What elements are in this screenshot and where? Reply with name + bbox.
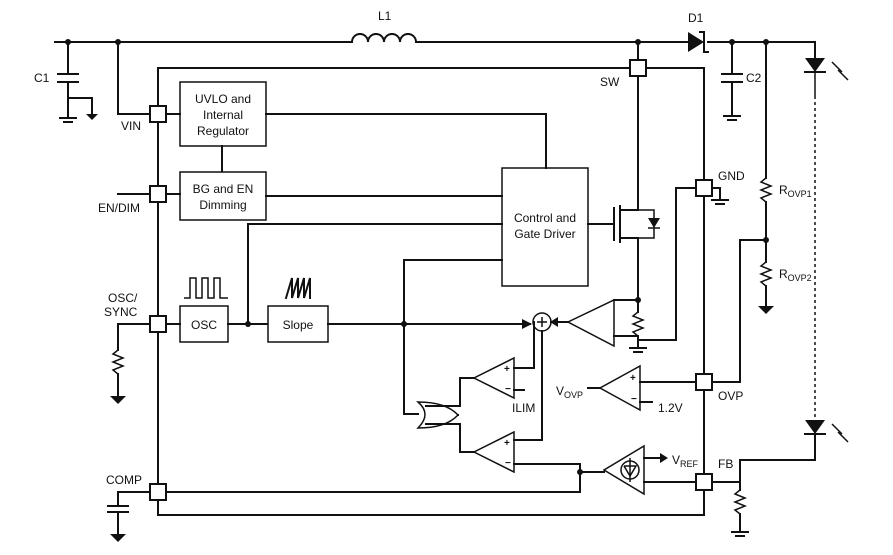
rovp2-label: ROVP2 xyxy=(779,267,812,283)
wire xyxy=(425,377,475,407)
junction-dot xyxy=(763,237,769,243)
v12-label: 1.2V xyxy=(658,401,683,415)
pin-ovp xyxy=(695,373,713,391)
pulse-waveform-icon xyxy=(184,277,228,299)
arrow-icon xyxy=(660,453,668,463)
d1-label: D1 xyxy=(688,11,704,25)
ovp-divider: ROVP1 ROVP2 xyxy=(739,41,812,314)
svg-text:OSC: OSC xyxy=(191,318,217,332)
capacitor-c2: C2 xyxy=(721,41,762,121)
junction-dot xyxy=(729,39,735,45)
pin-fb xyxy=(695,473,713,491)
svg-text:BG and EN: BG and EN xyxy=(193,182,254,196)
comp-capacitor xyxy=(107,491,151,542)
fb-label: FB xyxy=(718,457,733,471)
junction-dot xyxy=(635,39,641,45)
input-rail xyxy=(54,41,816,115)
wire xyxy=(403,259,503,415)
sense-resistor xyxy=(613,187,697,353)
osc-label-2: SYNC xyxy=(104,305,138,319)
current-sense-amplifier xyxy=(566,298,615,348)
svg-text:+: + xyxy=(504,364,510,375)
pin-gnd xyxy=(695,179,713,197)
svg-text:UVLO and: UVLO and xyxy=(195,92,251,106)
vref-label: VREF xyxy=(672,453,699,469)
svg-text:+: + xyxy=(504,438,510,449)
pwm-comparator: + − xyxy=(472,430,515,474)
ovp-comparator: + − xyxy=(598,364,641,412)
sawtooth-waveform-icon xyxy=(284,277,311,300)
junction-dot xyxy=(115,39,121,45)
osc-block: OSC xyxy=(179,305,229,343)
svg-text:−: − xyxy=(505,458,511,469)
osc-label-1: OSC/ xyxy=(108,291,138,305)
en-dim-label: EN/DIM xyxy=(98,201,140,215)
gnd-label: GND xyxy=(718,169,745,183)
wire xyxy=(513,463,581,493)
comp-label: COMP xyxy=(106,473,142,487)
svg-text:−: − xyxy=(631,394,637,405)
pin-comp xyxy=(149,483,167,501)
pin-sw xyxy=(629,59,647,77)
sw-label: SW xyxy=(600,75,620,89)
wire xyxy=(247,223,503,325)
inductor-l1: L1 xyxy=(350,9,418,44)
pin-vin xyxy=(149,105,167,123)
l1-label: L1 xyxy=(378,9,392,23)
junction-dot xyxy=(65,39,71,45)
osc-resistor xyxy=(110,323,151,404)
arrow-icon xyxy=(522,319,532,329)
ilim-label: ILIM xyxy=(512,401,535,415)
pin-osc-sync xyxy=(149,315,167,333)
led-string xyxy=(739,41,849,483)
capacitor-c1: C1 xyxy=(34,41,98,123)
rovp1-label: ROVP1 xyxy=(779,183,812,199)
svg-text:Control and: Control and xyxy=(514,211,576,225)
arrow-icon xyxy=(550,317,558,327)
svg-text:−: − xyxy=(505,384,511,395)
fb-sense-resistor xyxy=(711,481,749,537)
diode-d1: D1 xyxy=(688,11,709,53)
control-gate-driver-block: Control and Gate Driver xyxy=(501,167,589,287)
svg-text:Internal: Internal xyxy=(203,108,243,122)
svg-text:Dimming: Dimming xyxy=(199,198,246,212)
error-amplifier xyxy=(602,444,645,496)
summing-node-icon xyxy=(532,312,552,332)
c2-label: C2 xyxy=(746,71,762,85)
ilim-comparator: + − xyxy=(472,356,515,400)
svg-text:+: + xyxy=(630,373,636,384)
vovp-label: VOVP xyxy=(556,384,583,400)
uvlo-regulator-block: UVLO and Internal Regulator xyxy=(179,81,267,147)
bg-en-dimming-block: BG and EN Dimming xyxy=(179,171,267,221)
ic-boundary xyxy=(157,67,705,516)
vin-label: VIN xyxy=(121,119,141,133)
wire xyxy=(425,423,475,453)
c1-label: C1 xyxy=(34,71,50,85)
wire xyxy=(513,321,535,369)
junction-dot xyxy=(763,39,769,45)
slope-block: Slope xyxy=(267,305,329,343)
gnd-symbol xyxy=(711,187,729,205)
svg-text:Slope: Slope xyxy=(283,318,314,332)
power-mosfet-icon xyxy=(587,75,660,301)
pin-en-dim xyxy=(149,185,167,203)
wire xyxy=(265,113,547,169)
svg-text:Regulator: Regulator xyxy=(197,124,249,138)
ovp-label: OVP xyxy=(718,389,743,403)
svg-text:Gate Driver: Gate Driver xyxy=(514,227,575,241)
